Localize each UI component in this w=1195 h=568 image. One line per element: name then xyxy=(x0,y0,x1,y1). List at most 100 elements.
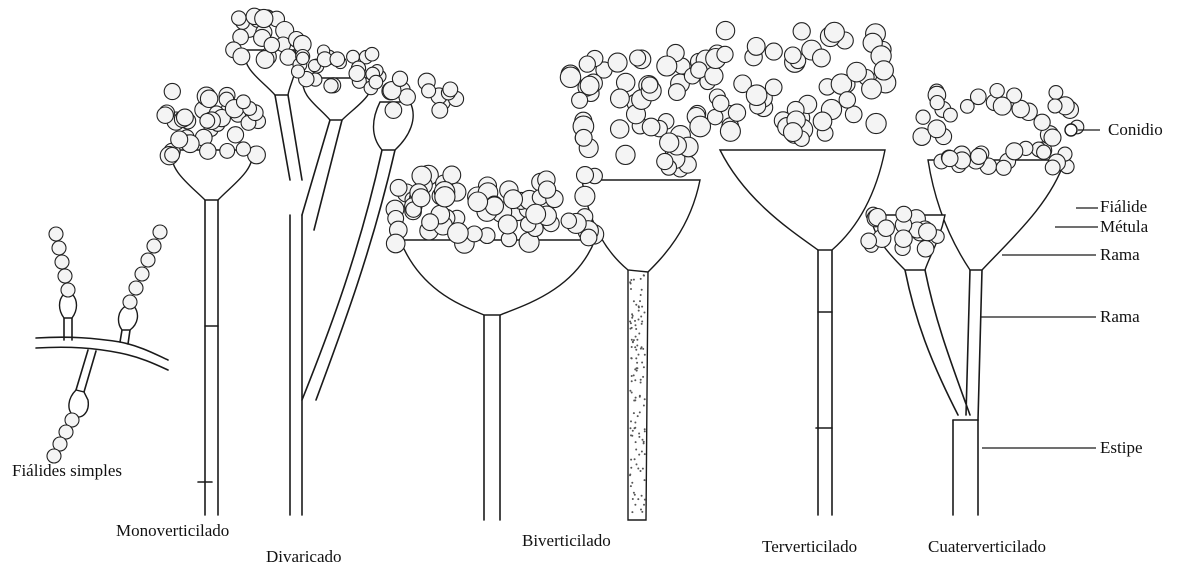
conidium xyxy=(611,120,629,138)
conidia-chains xyxy=(47,8,1084,463)
texture-dot xyxy=(641,321,643,323)
conidium xyxy=(928,120,946,138)
texture-dot xyxy=(634,379,636,381)
texture-dot xyxy=(630,288,632,290)
texture-dot xyxy=(635,304,637,306)
conidium xyxy=(369,75,383,89)
texture-dot xyxy=(635,349,637,351)
texture-dot xyxy=(630,322,632,324)
conidium xyxy=(660,133,679,152)
texture-dot xyxy=(630,328,632,330)
texture-dot xyxy=(635,397,637,399)
texture-dot xyxy=(637,498,639,500)
conidium xyxy=(147,239,161,253)
texture-dot xyxy=(636,345,638,347)
texture-dot xyxy=(644,428,646,430)
texture-dot xyxy=(629,281,631,283)
texture-dot xyxy=(643,275,645,277)
label-conidio: Conidio xyxy=(1108,121,1163,138)
conidium xyxy=(713,95,729,111)
conidium xyxy=(642,118,660,136)
texture-dot xyxy=(640,509,642,511)
texture-dot xyxy=(631,346,633,348)
conidium xyxy=(765,79,782,96)
texture-dot xyxy=(631,511,633,513)
conidium xyxy=(232,11,246,25)
label-simple-phialides: Fiálides simples xyxy=(12,462,122,479)
texture-dot xyxy=(634,320,636,322)
conidium xyxy=(944,108,958,122)
texture-dot xyxy=(633,492,635,494)
texture-dot xyxy=(643,504,645,506)
texture-dot xyxy=(633,374,635,376)
texture-dot xyxy=(629,474,631,476)
conidium xyxy=(839,92,855,108)
conidium xyxy=(485,197,503,215)
conidium xyxy=(58,269,72,283)
texture-dot xyxy=(642,348,644,350)
label-rama-lower: Rama xyxy=(1100,308,1140,325)
texture-dot xyxy=(633,300,635,302)
terverticillate-drawing xyxy=(720,150,885,515)
conidium xyxy=(365,47,379,61)
texture-dot xyxy=(641,451,643,453)
conidium xyxy=(177,109,194,126)
conidium xyxy=(824,22,844,42)
texture-dot xyxy=(638,319,640,321)
texture-dot xyxy=(644,430,646,432)
label-monoverticillate: Monoverticilado xyxy=(116,522,229,539)
texture-dot xyxy=(644,499,646,501)
conidium xyxy=(422,214,439,231)
conidium xyxy=(386,234,405,253)
conidium xyxy=(468,192,488,212)
texture-dot xyxy=(635,336,637,338)
texture-dot xyxy=(631,392,633,394)
texture-dot xyxy=(640,379,642,381)
label-terverticillate: Terverticilado xyxy=(762,538,857,555)
label-biverticillate: Biverticilado xyxy=(522,532,611,549)
conidium xyxy=(227,127,243,143)
conidium xyxy=(1045,160,1060,175)
conidium xyxy=(747,38,765,56)
conidium xyxy=(412,189,430,207)
conidium xyxy=(200,90,217,107)
texture-dot xyxy=(633,339,635,341)
texture-dot xyxy=(632,498,634,500)
texture-dot xyxy=(639,395,641,397)
conidium xyxy=(141,253,155,267)
conidium xyxy=(793,23,810,40)
texture-dot xyxy=(637,415,639,417)
label-rama-upper: Rama xyxy=(1100,246,1140,263)
texture-dot xyxy=(642,439,644,441)
conidium xyxy=(171,131,188,148)
conidium xyxy=(123,295,137,309)
label-fialide: Fiálide xyxy=(1100,198,1147,215)
texture-dot xyxy=(641,323,643,325)
texture-dot xyxy=(638,305,640,307)
texture-dot xyxy=(631,317,633,319)
texture-dot xyxy=(630,279,632,281)
conidium xyxy=(233,48,250,65)
conidium xyxy=(1037,145,1051,159)
conidium xyxy=(616,145,635,164)
conidium xyxy=(297,52,309,64)
texture-dot xyxy=(641,362,643,364)
texture-dot xyxy=(640,278,642,280)
texture-dot xyxy=(644,479,646,481)
texture-dot xyxy=(635,449,637,451)
texture-dot xyxy=(641,511,643,513)
texture-dot xyxy=(642,376,644,378)
texture-dot xyxy=(638,310,640,312)
conidium xyxy=(896,206,912,222)
conidium xyxy=(264,37,279,52)
conidium xyxy=(895,230,912,247)
conidium xyxy=(575,186,595,206)
texture-dot xyxy=(631,380,633,382)
texture-dot xyxy=(634,427,636,429)
texture-dot xyxy=(643,366,645,368)
texture-dot xyxy=(634,494,636,496)
conidium xyxy=(435,187,455,207)
texture-dot xyxy=(644,398,646,400)
texture-dot xyxy=(633,400,635,402)
